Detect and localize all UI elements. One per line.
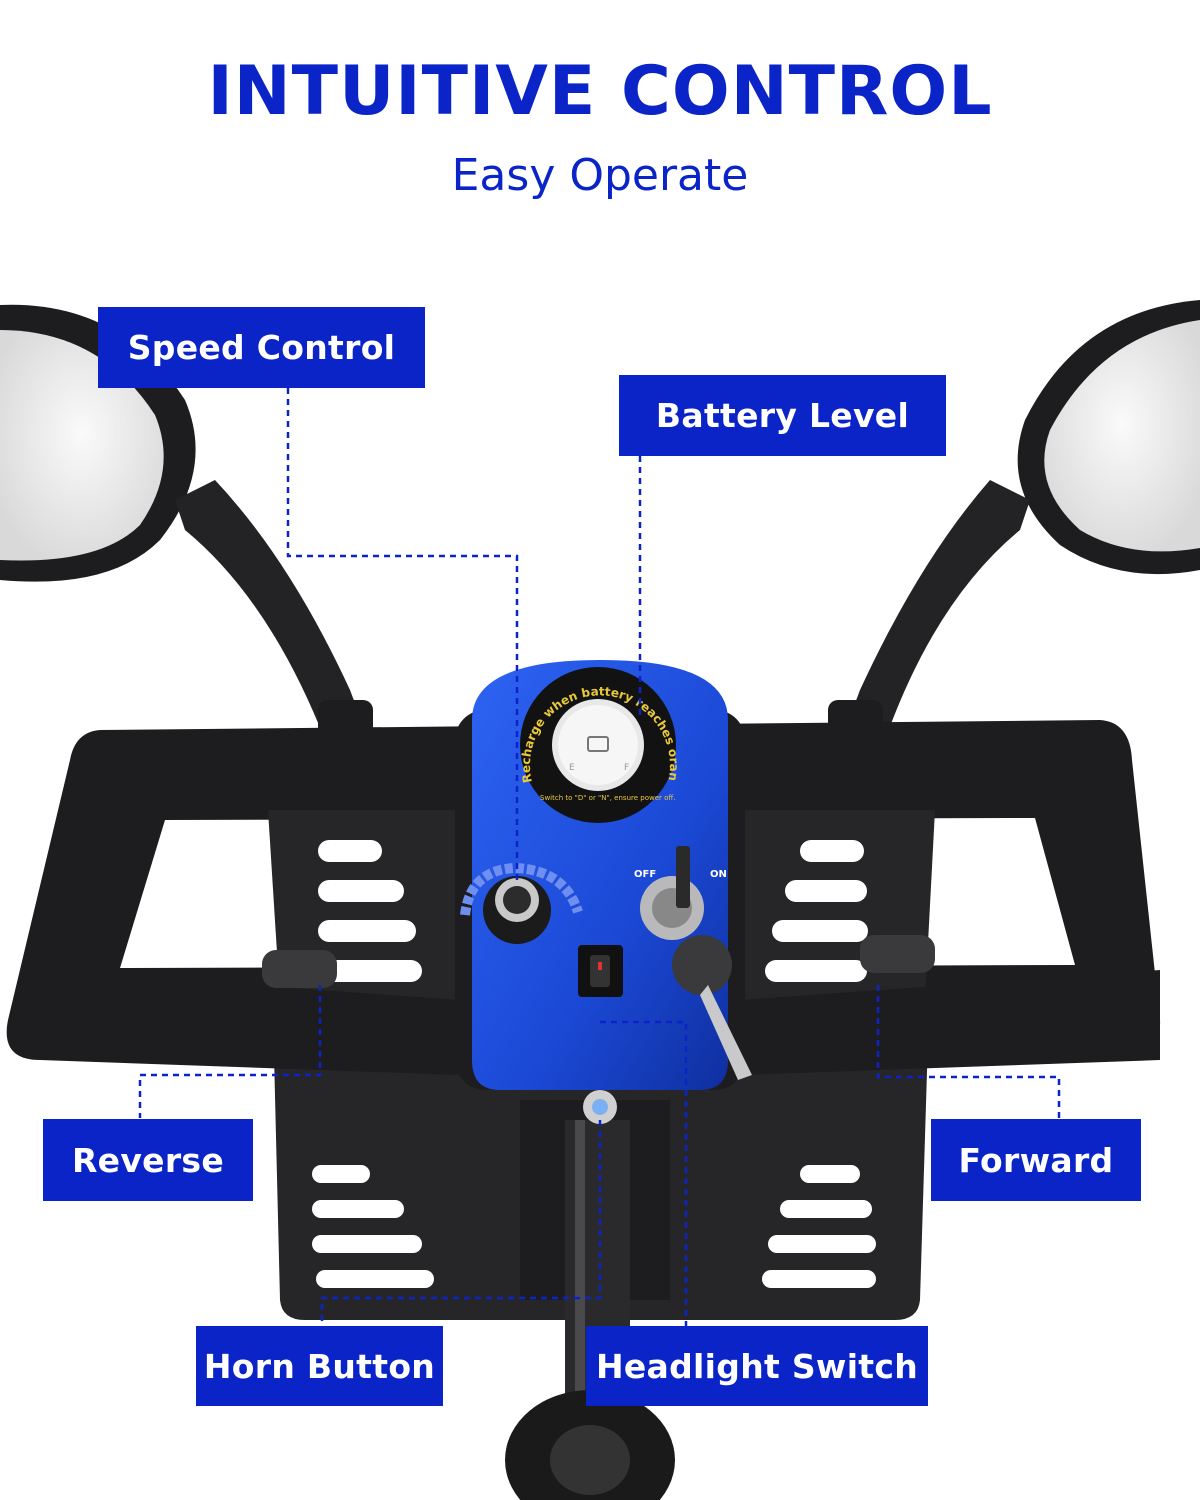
speed-control-label: Speed Control bbox=[98, 307, 425, 388]
page-title: INTUITIVE CONTROL bbox=[207, 52, 993, 131]
steering-column bbox=[505, 1100, 675, 1500]
key-on-label: ON bbox=[710, 869, 727, 880]
horn-button[interactable] bbox=[583, 1090, 617, 1124]
headlight-switch[interactable] bbox=[578, 945, 623, 997]
horn-button-label: Horn Button bbox=[196, 1326, 443, 1406]
forward-label: Forward bbox=[931, 1119, 1141, 1201]
reverse-label: Reverse bbox=[43, 1119, 253, 1201]
page-subtitle: Easy Operate bbox=[451, 150, 749, 201]
gauge-empty-label: E bbox=[569, 763, 575, 773]
power-warning-text: Switch to "D" or "N", ensure power off. bbox=[540, 794, 675, 802]
leader-lines bbox=[138, 388, 1061, 1326]
key-switch[interactable] bbox=[640, 846, 752, 1080]
battery-gauge bbox=[520, 667, 676, 823]
right-mirror bbox=[828, 300, 1200, 770]
key-off-label: OFF bbox=[634, 869, 656, 880]
battery-level-label: Battery Level bbox=[619, 375, 946, 456]
headlight-switch-label: Headlight Switch bbox=[586, 1326, 928, 1406]
gauge-full-label: F bbox=[624, 763, 629, 773]
speed-knob[interactable] bbox=[460, 862, 583, 944]
